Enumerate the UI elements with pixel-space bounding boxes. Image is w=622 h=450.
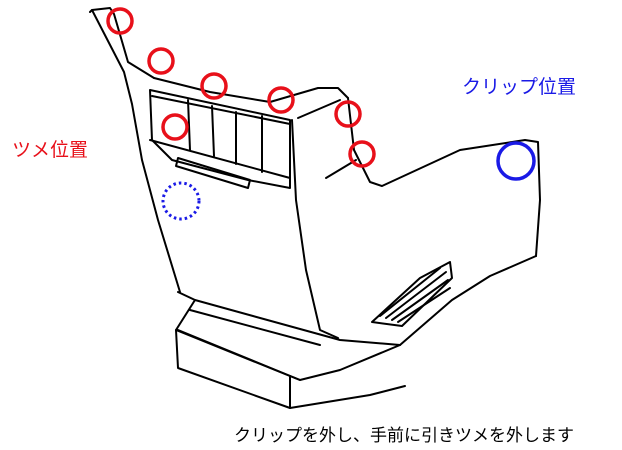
tab-marker xyxy=(200,72,228,100)
grill-line-2 xyxy=(385,271,447,319)
hidden-clip-marker xyxy=(161,181,201,221)
top-ridge xyxy=(153,77,349,103)
tab-marker xyxy=(348,140,376,168)
tab-marker xyxy=(161,113,189,141)
instruction-text: クリップを外し、手前に引きツメを外します xyxy=(234,426,574,446)
clip-marker xyxy=(496,141,536,181)
slot xyxy=(175,157,251,189)
upper-right-edge xyxy=(347,97,541,257)
grill-outline xyxy=(371,261,453,327)
center-divider xyxy=(291,119,339,339)
tab-marker xyxy=(267,86,295,114)
part-outline xyxy=(89,7,541,409)
corner-line xyxy=(325,159,357,179)
panel-rib-2 xyxy=(211,105,215,157)
grill-line-3 xyxy=(391,279,449,321)
panel-lower-line xyxy=(149,139,291,179)
panel-top-line xyxy=(151,95,291,125)
tab-marker xyxy=(106,7,134,35)
base-inner-1 xyxy=(189,309,321,346)
tab-position-label: ツメ位置 xyxy=(12,139,89,161)
tab-markers xyxy=(106,7,376,168)
grill-line-4 xyxy=(397,287,451,323)
clip-position-label: クリップ位置 xyxy=(462,76,577,98)
base-top xyxy=(194,299,401,346)
right-lower-edge xyxy=(177,255,537,381)
ridge-divider xyxy=(297,99,341,119)
tab-marker xyxy=(147,47,175,75)
base-inner-2 xyxy=(175,329,301,381)
tab-marker xyxy=(334,100,362,128)
pillar-outer-edge xyxy=(91,9,181,293)
panel-rib-1 xyxy=(187,99,191,151)
grill-line-1 xyxy=(379,267,441,317)
